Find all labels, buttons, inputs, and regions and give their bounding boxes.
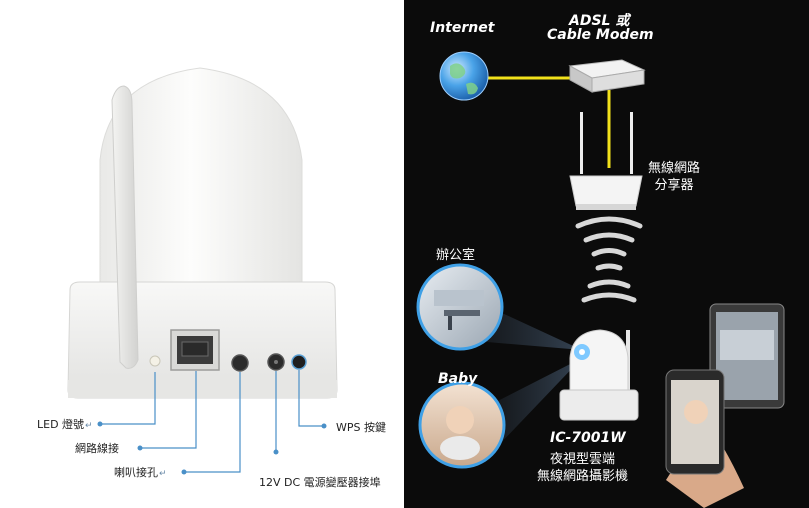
label-led: LED 燈號↵ bbox=[37, 418, 93, 431]
ip-camera-icon bbox=[559, 329, 639, 421]
callout-dots bbox=[97, 421, 327, 475]
internet-globe-icon bbox=[439, 51, 489, 101]
camera-rear-illustration bbox=[67, 67, 338, 475]
tablet-device-icon bbox=[709, 303, 785, 409]
label-description: 夜視型雲端 無線網路攝影機 bbox=[537, 452, 629, 484]
camera-dome bbox=[99, 67, 303, 291]
speaker-jack bbox=[231, 354, 249, 372]
label-internet: Internet bbox=[430, 20, 495, 36]
label-router: 無線網路 分享器 bbox=[648, 161, 701, 193]
label-speaker: 喇叭接孔↵ bbox=[114, 466, 167, 479]
led-indicator bbox=[149, 355, 161, 367]
antenna bbox=[111, 85, 139, 369]
label-office: 辦公室 bbox=[436, 248, 476, 263]
label-ethernet: 網路線接 bbox=[75, 442, 119, 455]
wps-button bbox=[291, 354, 307, 370]
baby-photo-circle bbox=[418, 381, 506, 469]
label-power: 12V DC 電源變壓器接埠 bbox=[259, 476, 381, 489]
label-modem-line1: ADSL 或 bbox=[569, 13, 630, 29]
office-photo-circle bbox=[416, 263, 504, 351]
modem-icon bbox=[568, 59, 646, 93]
wifi-signal-icon bbox=[575, 216, 643, 303]
network-diagram-panel: Internet ADSL 或 Cable Modem 無線網路 分享器 辦公室… bbox=[404, 0, 809, 508]
callout-lines bbox=[100, 370, 324, 473]
label-model: IC-7001W bbox=[550, 430, 626, 446]
label-baby: Baby bbox=[438, 371, 478, 387]
network-diagram-graphics bbox=[416, 51, 785, 508]
label-modem-line2: Cable Modem bbox=[547, 27, 654, 43]
smartphone-icon bbox=[665, 369, 744, 508]
router-icon bbox=[569, 112, 643, 210]
label-wps: WPS 按鍵 bbox=[336, 421, 386, 434]
